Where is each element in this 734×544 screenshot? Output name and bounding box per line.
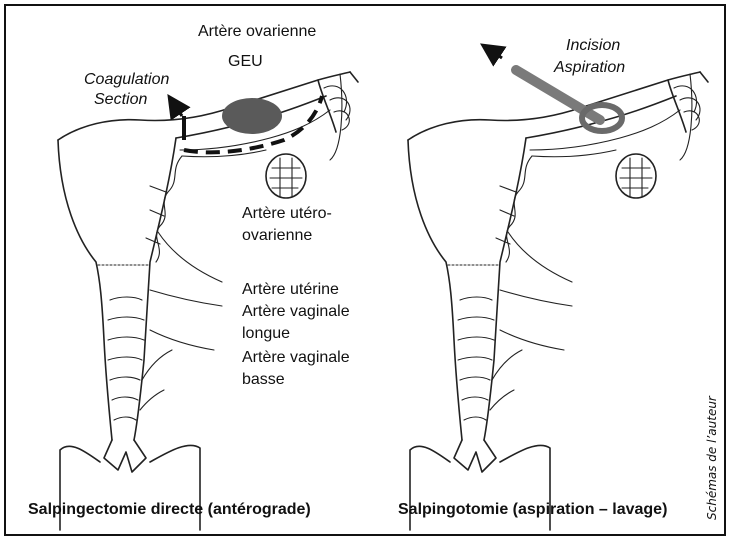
caption-right: Salpingotomie (aspiration – lavage) [398, 501, 667, 518]
label-section: Section [94, 91, 147, 108]
coagulation-arrow [174, 104, 182, 116]
label-geu: GEU [228, 53, 263, 70]
geu-mass [222, 98, 282, 134]
credit-text: Schémas de l’auteur [705, 395, 719, 520]
label-aspiration: Aspiration [553, 59, 625, 76]
label-incision: Incision [566, 37, 620, 54]
right-diagram [408, 50, 708, 530]
caption-left: Salpingectomie directe (antérograde) [28, 501, 311, 518]
left-diagram [58, 72, 358, 530]
label-vaginale-longue-1: Artère vaginale [242, 303, 350, 320]
label-artere-ovarienne: Artère ovarienne [198, 23, 316, 40]
label-vaginale-basse-2: basse [242, 371, 285, 388]
label-uterine: Artère utérine [242, 281, 339, 298]
label-vaginale-longue-2: longue [242, 325, 290, 342]
aspiration-arrow [490, 50, 502, 58]
label-utero-1: Artère utéro- [242, 205, 332, 222]
label-coagulation: Coagulation [84, 71, 170, 88]
label-vaginale-basse-1: Artère vaginale [242, 349, 350, 366]
label-utero-2: ovarienne [242, 227, 312, 244]
